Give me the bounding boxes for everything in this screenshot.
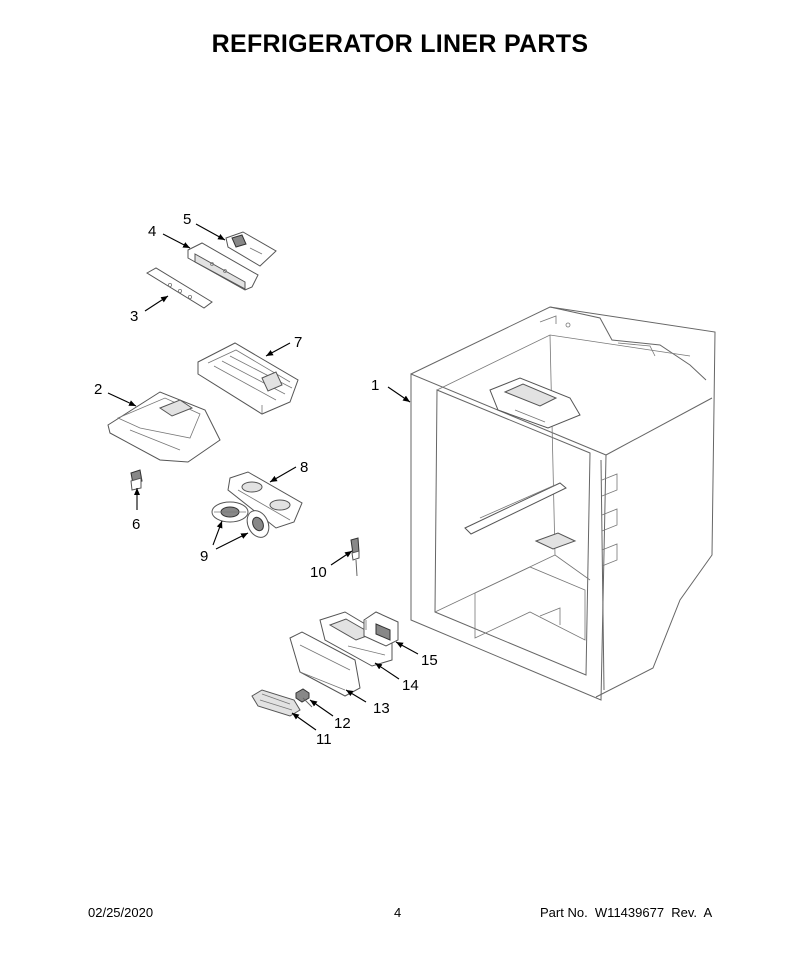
callout-6: 6: [132, 516, 140, 533]
callout-10: 10: [310, 564, 327, 581]
callout-12: 12: [334, 715, 351, 732]
part-10: [350, 537, 360, 577]
part-3: [146, 267, 213, 309]
callout-labels: 1 2 3 4 5 6 7 8 9 10 11 12 13 14 15: [94, 211, 438, 748]
callout-9: 9: [200, 548, 208, 565]
part-14: [319, 611, 393, 667]
part-4: [187, 242, 259, 291]
callout-5: 5: [183, 211, 191, 228]
callout-1: 1: [371, 377, 379, 394]
part-liner: [410, 306, 716, 701]
part-9: [211, 501, 270, 538]
callout-3: 3: [130, 308, 138, 325]
callout-13: 13: [373, 700, 390, 717]
part-11: [251, 689, 301, 717]
callout-2: 2: [94, 381, 102, 398]
part-8: [227, 471, 303, 529]
footer-part-number: Part No. W11439677 Rev. A: [540, 905, 713, 920]
part-7: [197, 342, 299, 415]
part-2: [107, 391, 221, 491]
page-title: REFRIGERATOR LINER PARTS: [211, 30, 589, 58]
callout-11: 11: [316, 731, 332, 748]
callout-8: 8: [300, 459, 308, 476]
callout-15: 15: [421, 652, 438, 669]
callout-14: 14: [402, 677, 419, 694]
footer-date: 02/25/2020: [88, 905, 154, 920]
part-5: [225, 231, 277, 267]
callout-arrows: [107, 223, 419, 731]
part-15: [363, 611, 399, 647]
part-13: [289, 631, 361, 697]
part-12: [295, 688, 313, 708]
callout-7: 7: [294, 334, 302, 351]
callout-4: 4: [148, 223, 156, 240]
footer-page-number: 4: [394, 905, 402, 920]
